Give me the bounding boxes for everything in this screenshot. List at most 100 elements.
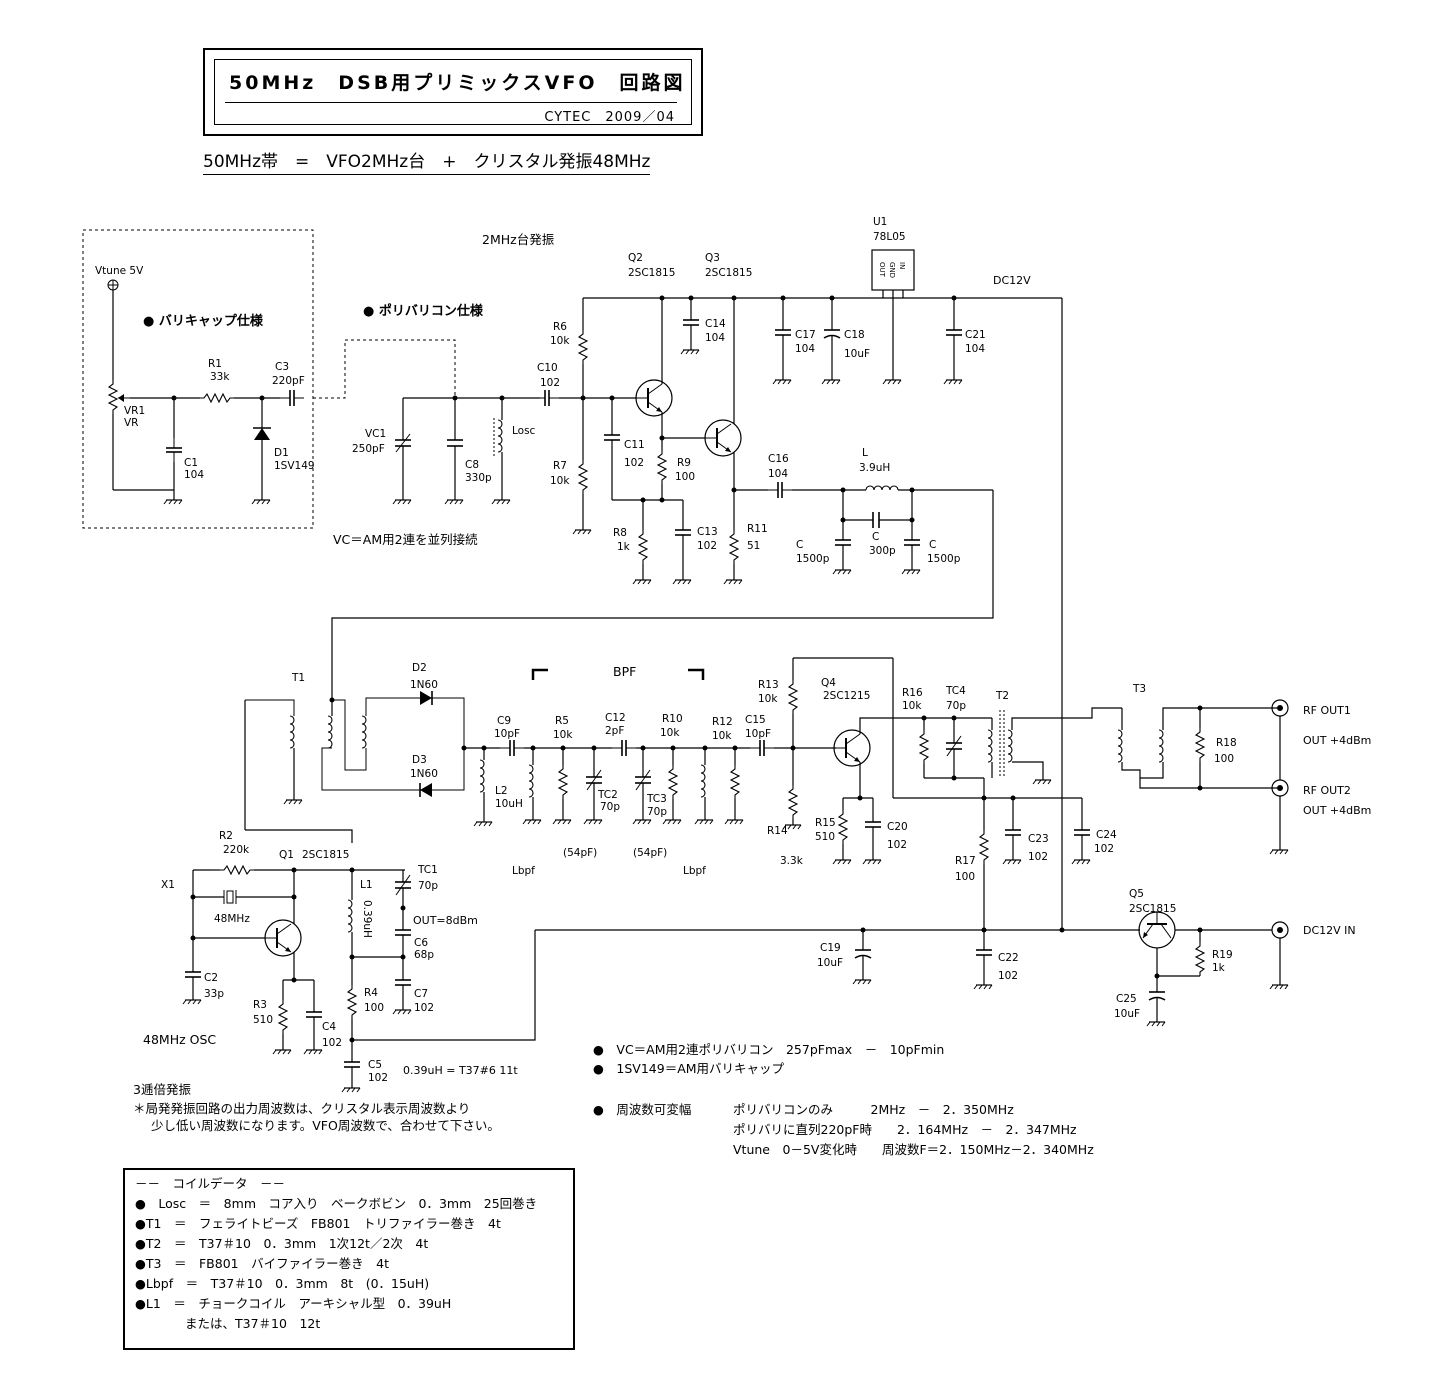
label-r18-value: 100 [1214,753,1234,765]
author-date: CYTEC 2009／04 [544,110,675,125]
bpf-circuit [461,668,836,827]
label-54pf-a: (54pF) [563,847,597,859]
output-transformer-t3 [1117,699,1289,855]
freq-range-row3: Vtune 0－5V変化時 周波数F＝2．150MHz－2．340MHz [733,1142,1094,1157]
label-c25: C25 [1116,993,1137,1005]
label-r14: R14 [767,825,788,837]
label-r12: R12 [712,716,733,728]
label-r10: R10 [662,713,683,725]
label-r1: R1 [208,358,222,370]
label-x1: X1 [161,879,175,891]
label-c-b-value: 300p [869,545,896,557]
diagram-title: 50MHz DSB用プリミックスVFO 回路図 [229,72,686,94]
osc-48mhz-heading: 48MHz OSC [143,1032,216,1047]
svg-text:GND: GND [888,262,896,278]
vc-parallel-note: VC＝AM用2連を並列接続 [333,532,478,547]
label-q5: Q5 [1129,888,1144,900]
label-r2: R2 [219,830,233,842]
label-r13: R13 [758,679,779,691]
label-q2: Q2 [628,252,643,264]
label-c10: C10 [537,362,558,374]
label-r4: R4 [364,987,378,999]
label-tc2: TC2 [597,789,618,801]
label-r12-value: 10k [712,730,732,742]
label-d2: D2 [412,662,427,674]
label-c16: C16 [768,453,789,465]
label-d3-value: 1N60 [410,768,438,780]
label-r5-value: 10k [553,729,573,741]
label-c15: C15 [745,714,766,726]
label-c24: C24 [1096,829,1117,841]
label-r7: R7 [553,460,567,472]
label-c2-value: 33p [204,988,224,1000]
label-c5-value: 102 [368,1072,388,1084]
label-rf-out2: RF OUT2 [1303,784,1351,797]
svg-text:IN: IN [898,262,906,269]
label-c14-value: 104 [705,332,725,344]
osc-48mhz-circuit [182,865,412,1093]
label-c6: C6 [414,937,428,949]
label-u1-value: 78L05 [873,231,906,243]
dc-input-filter [352,911,1289,1041]
label-c13: C13 [697,526,718,538]
label-tc4-value: 70p [946,700,966,712]
label-c13-value: 102 [697,540,717,552]
title-divider [225,102,677,103]
label-dc12v: DC12V [993,274,1031,287]
label-lbpf-b: Lbpf [683,865,706,877]
bpf-heading: BPF [613,664,636,679]
label-c20-value: 102 [887,839,907,851]
label-r8: R8 [613,527,627,539]
label-l1: L1 [360,879,373,891]
coil-data-l1-alt: または、T37＃10 12t [135,1316,321,1331]
label-tc4: TC4 [945,685,966,697]
label-q1-value: 2SC1815 [302,849,349,861]
label-c14: C14 [705,318,726,330]
osc-2mhz-circuit [331,295,1062,700]
coil-data-t2: ●T2 ＝ T37＃10 0．3mm 1次12t／2次 4t [135,1236,429,1251]
label-vtune: Vtune 5V [95,265,144,277]
diagram-subtitle: 50MHz帯 = VFO2MHz台 + クリスタル発振48MHz [203,147,651,175]
svg-text:OUT: OUT [878,262,886,278]
label-c4: C4 [322,1021,336,1033]
label-q2-value: 2SC1815 [628,267,675,279]
note-1sv149: ● 1SV149＝AM用バリキャップ [593,1061,785,1076]
label-d3: D3 [412,754,427,766]
label-t2: T2 [995,690,1009,702]
label-lbpf-a: Lbpf [512,865,535,877]
label-c1: C1 [184,457,198,469]
label-q4: Q4 [821,677,836,689]
label-c17: C17 [795,329,816,341]
label-c7-value: 102 [414,1002,434,1014]
label-c9: C9 [497,715,511,727]
label-c11-value: 102 [624,457,644,469]
label-t3: T3 [1132,683,1146,695]
label-c21: C21 [965,329,986,341]
freq-range-row2: ポリバリに直列220pF時 2．164MHz － 2．347MHz [733,1122,1077,1137]
label-c2: C2 [204,972,218,984]
label-l-value: 3.9uH [859,462,890,474]
label-d2-value: 1N60 [410,679,438,691]
label-tc1-value: 70p [418,880,438,892]
label-r5: R5 [555,715,569,727]
label-r3: R3 [253,999,267,1011]
label-r4-value: 100 [364,1002,384,1014]
varicap-section-box [82,229,314,529]
coil-data-losc: ● Losc ＝ 8mm コア入り ベークボビン 0．3mm 25回巻き [135,1196,538,1211]
label-r6: R6 [553,321,567,333]
title-inner-frame: 50MHz DSB用プリミックスVFO 回路図 CYTEC 2009／04 [214,59,692,125]
coil-data-box: －－ コイルデータ －－ ● Losc ＝ 8mm コア入り ベークボビン 0．… [123,1168,575,1350]
label-r11-value: 51 [747,540,760,552]
label-l: L [862,447,868,459]
label-c12: C12 [605,712,626,724]
label-r1-value: 33k [210,371,230,383]
label-rf-out1-level: OUT +4dBm [1303,734,1371,747]
label-c20: C20 [887,821,908,833]
label-r2-value: 220k [223,844,250,856]
tripler-note: 3逓倍発振 [133,1082,191,1097]
component-labels: Vtune 5V VR1 VR R1 33k C3 220pF C1 104 D… [95,216,1371,1084]
label-l2-value: 10uH [495,798,523,810]
label-54pf-b: (54pF) [633,847,667,859]
label-q1: Q1 [279,849,294,861]
